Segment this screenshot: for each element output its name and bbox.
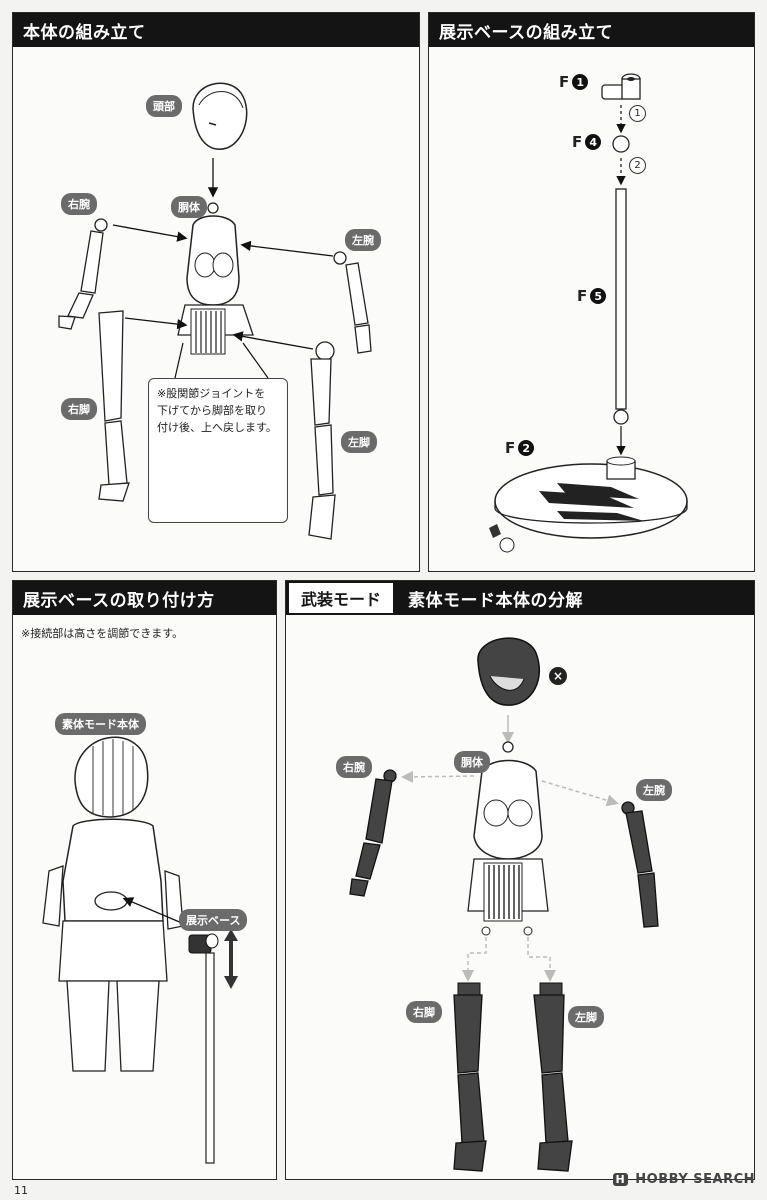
part-label-f5: F 5 xyxy=(577,287,607,305)
panel-disassembly: 武装モード 素体モード本体の分解 xyxy=(285,580,755,1180)
base-connector xyxy=(188,929,238,1164)
left-leg-part xyxy=(533,982,573,1172)
part-f1-joint xyxy=(601,73,641,100)
watermark-logo-icon: H xyxy=(612,1173,629,1186)
torso-part xyxy=(177,202,254,355)
part-number: 4 xyxy=(585,134,602,150)
note-line-1: ※股関節ジョイントを xyxy=(157,387,266,400)
label-left-arm: 左腕 xyxy=(636,779,672,801)
panel-header: 展示ベースの取り付け方 xyxy=(13,581,276,615)
mode-tag: 武装モード xyxy=(288,582,395,614)
panel-title: 素体モード本体の分解 xyxy=(408,590,584,611)
note-line-2: 下げてから脚部を取り xyxy=(157,404,267,417)
part-number: 2 xyxy=(518,440,535,456)
right-leg-part xyxy=(453,982,487,1172)
step-2-badge: 2 xyxy=(629,157,646,174)
head-part xyxy=(477,637,541,706)
right-leg-part xyxy=(98,310,130,502)
panel-title: 展示ベースの取り付け方 xyxy=(23,590,215,611)
panel-header: 武装モード 素体モード本体の分解 xyxy=(286,581,754,615)
label-left-leg: 左脚 xyxy=(341,431,377,453)
label-display-base: 展示ベース xyxy=(179,909,248,931)
part-f4-ball xyxy=(612,135,630,153)
left-arm-part xyxy=(621,801,659,928)
part-letter: F xyxy=(572,133,583,151)
body-assembly-illustration xyxy=(58,82,372,540)
label-torso: 胴体 xyxy=(171,196,207,218)
label-figure-body: 素体モード本体 xyxy=(55,713,146,735)
panel-body-assembly: 本体の組み立て xyxy=(12,12,420,572)
left-leg-part xyxy=(308,341,336,540)
disassembly-illustration xyxy=(349,637,659,1172)
step-1-badge: 1 xyxy=(629,105,646,122)
panel-base-attach: 展示ベースの取り付け方 ※接続部は高さを調節できます。 xyxy=(12,580,277,1180)
panel-base-assembly: 展示ベースの組み立て xyxy=(428,12,755,572)
part-f2-base xyxy=(489,456,688,553)
label-left-arm: 左腕 xyxy=(345,229,381,251)
head-part xyxy=(192,82,248,150)
label-right-arm: 右腕 xyxy=(336,756,372,778)
watermark: H HOBBY SEARCH xyxy=(612,1172,755,1187)
right-arm-part xyxy=(349,769,397,897)
note-line-3: 付け後、上へ戻します。 xyxy=(157,421,277,434)
height-adjust-note: ※接続部は高さを調節できます。 xyxy=(21,627,184,640)
label-torso: 胴体 xyxy=(454,751,490,773)
part-label-f1: F 1 xyxy=(559,73,589,91)
hip-joint-note: ※股関節ジョイントを 下げてから脚部を取り 付け後、上へ戻します。 xyxy=(148,378,288,523)
part-letter: F xyxy=(505,439,516,457)
figure-back-view xyxy=(42,736,184,1072)
part-f5-pole xyxy=(613,188,629,425)
label-right-leg: 右脚 xyxy=(61,398,97,420)
panel-header: 展示ベースの組み立て xyxy=(429,13,754,47)
part-number: 1 xyxy=(572,74,589,90)
panel-title: 本体の組み立て xyxy=(23,22,146,43)
left-arm-part xyxy=(333,251,372,354)
part-letter: F xyxy=(577,287,588,305)
label-left-leg: 左脚 xyxy=(568,1006,604,1028)
torso-part xyxy=(467,741,549,936)
watermark-text: HOBBY SEARCH xyxy=(635,1172,755,1187)
panel-header: 本体の組み立て xyxy=(13,13,419,47)
part-label-f2: F 2 xyxy=(505,439,535,457)
label-head: 頭部 xyxy=(146,95,182,117)
right-arm-part xyxy=(58,218,108,330)
label-right-leg: 右脚 xyxy=(406,1001,442,1023)
part-label-f4: F 4 xyxy=(572,133,602,151)
label-right-arm: 右腕 xyxy=(61,193,97,215)
part-number: 5 xyxy=(590,288,607,304)
base-assembly-illustration xyxy=(489,73,688,553)
panel-title: 展示ベースの組み立て xyxy=(439,22,614,43)
page-number: 11 xyxy=(14,1184,28,1197)
base-attach-illustration xyxy=(42,736,238,1164)
x-mark-icon: × xyxy=(549,667,567,685)
part-letter: F xyxy=(559,73,570,91)
